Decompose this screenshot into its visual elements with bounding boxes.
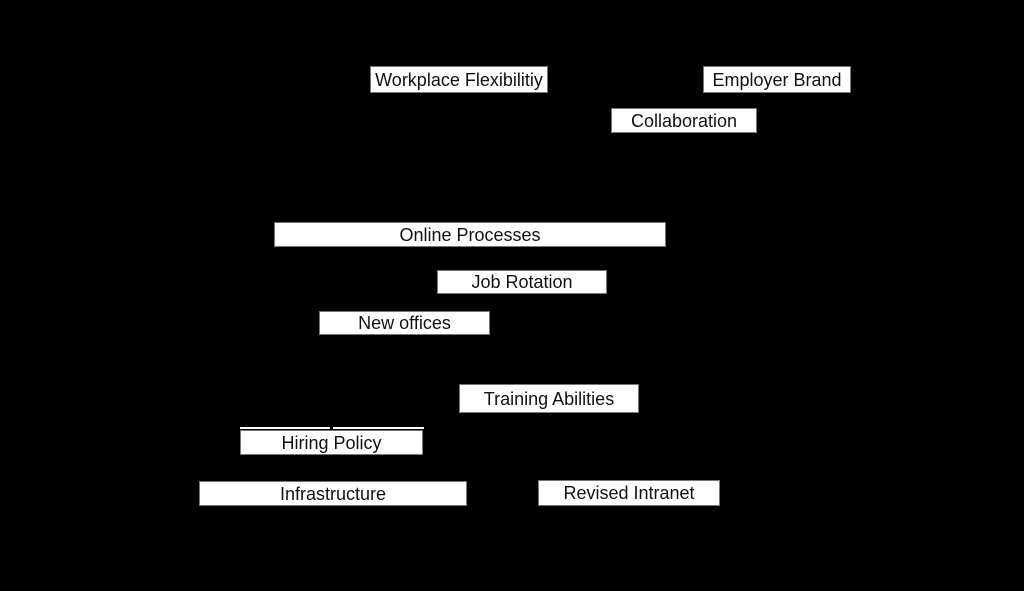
label-box-employer-brand: Employer Brand (703, 66, 851, 93)
hiring-policy-accent-line-2 (333, 427, 424, 429)
label-box-online-processes: Online Processes (274, 222, 666, 247)
label-box-hiring-policy: Hiring Policy (240, 430, 423, 455)
label-box-workplace-flexibilitiy: Workplace Flexibilitiy (370, 66, 548, 93)
label-box-infrastructure: Infrastructure (199, 481, 467, 506)
label-box-collaboration: Collaboration (611, 108, 757, 133)
label-box-job-rotation: Job Rotation (437, 270, 607, 294)
label-box-revised-intranet: Revised Intranet (538, 480, 720, 506)
label-box-training-abilities: Training Abilities (459, 384, 639, 413)
hiring-policy-accent-line-1 (240, 427, 330, 429)
label-box-new-offices: New offices (319, 311, 490, 335)
